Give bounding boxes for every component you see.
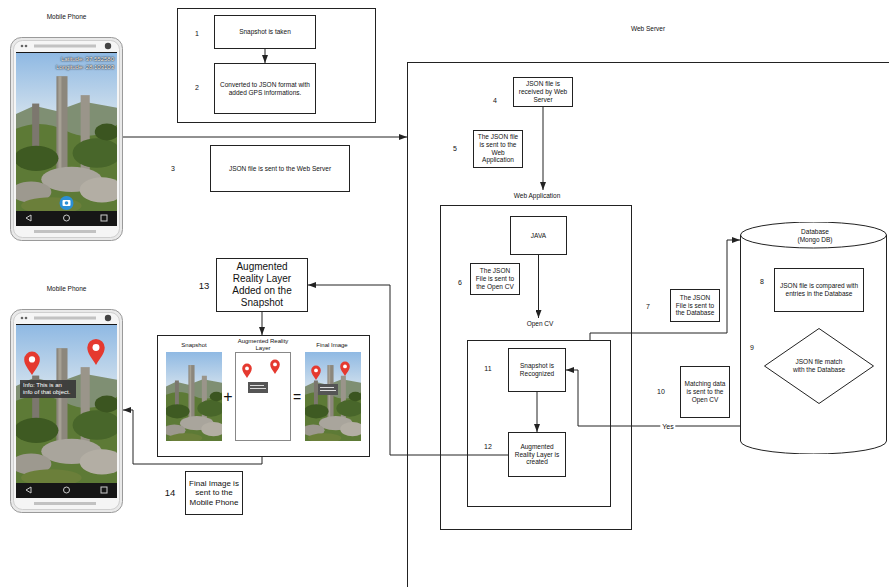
phone-caption: Mobile Phone [10, 13, 123, 21]
box-text: Snapshot is taken [218, 28, 312, 36]
edge-label: Yes [660, 423, 675, 430]
box-text: JSON file is sent to the Web Server [214, 165, 346, 173]
image-caption: Augmented Reality Layer [232, 338, 294, 352]
process-box: Final Image is sent to the Mobile Phone [185, 471, 243, 515]
composite-images [163, 352, 365, 443]
process-box: Converted to JSON format with added GPS … [214, 63, 316, 114]
application-region: Web ApplicationJAVAThe JSON File is sent… [440, 205, 632, 530]
callout-number: 9 [750, 344, 754, 351]
box-text: Converted to JSON format with added GPS … [218, 81, 312, 97]
process-box: JSON file is compared with entries in th… [774, 268, 864, 312]
callout-number: 2 [195, 84, 199, 91]
math-symbol: + [223, 389, 232, 405]
gps-text: Longitude: 28.103103 [44, 64, 114, 71]
process-box: Matching data is sent to the Open CV [680, 366, 730, 418]
connector-arrow [262, 312, 263, 335]
database-heading: Database (Mongo DB) [794, 228, 836, 244]
process-box: The JSON file is sent to the Web Applica… [473, 130, 523, 168]
box-text: The JSON File is sent to the Open CV [474, 267, 516, 290]
gps-text: Latitude: 37.552580 [44, 56, 114, 63]
process-box: JAVA [510, 216, 567, 255]
step-group-frame [178, 9, 376, 123]
process-box: Snapshot is taken [214, 15, 316, 49]
region-heading: Web Application [507, 192, 567, 200]
box-text: Final Image is sent to the Mobile Phone [189, 479, 239, 508]
connector-arrow [538, 255, 539, 318]
box-text: JAVA [514, 232, 563, 240]
region-heading: Open CV [510, 320, 570, 328]
callout-number: 7 [646, 303, 650, 310]
box-text: JSON file match with the Database [790, 358, 848, 374]
callout-number: 6 [458, 279, 462, 286]
info-popup: Info: This is an info of that object. [20, 380, 76, 398]
composite-panel: Snapshot Augmented Reality Layer Final Ima… [157, 335, 370, 457]
phone-illustration [11, 38, 125, 241]
box-text: Augmented Reality Layer is created [512, 443, 562, 466]
process-box: JSON file is sent to the Web Server [210, 145, 350, 192]
callout-number: 5 [453, 145, 457, 152]
database-cylinder: Database (Mongo DB) JSON file is compared… [740, 222, 887, 454]
callout-number: 1 [195, 30, 199, 37]
box-text: Augmented Reality Layer Added on the Sna… [220, 261, 304, 309]
callout-number: 14 [165, 488, 176, 498]
image-caption: Final Image [302, 342, 362, 349]
box-text: Snapshot is Recognized [512, 362, 562, 378]
callout-number: 11 [484, 365, 491, 372]
process-box: Augmented Reality Layer Added on the Sna… [216, 258, 308, 312]
connector-arrow [308, 285, 508, 455]
connector-arrow [123, 410, 262, 464]
phone-illustration [11, 310, 125, 513]
callout-number: 3 [171, 165, 175, 172]
math-symbol: = [293, 390, 301, 404]
connector-arrow [543, 107, 544, 190]
callout-number: 13 [199, 281, 210, 291]
decision-diamond: JSON file match with the Database [764, 328, 874, 404]
process-box: Augmented Reality Layer is created [508, 432, 566, 477]
process-box: The JSON File is sent to the Database [670, 289, 720, 322]
box-text: Matching data is sent to the Open CV [684, 380, 726, 403]
box-text: The JSON file is sent to the Web Applica… [477, 133, 519, 164]
phone-caption: Mobile Phone [10, 285, 123, 293]
process-box: JSON file is received by Web Server [513, 77, 573, 107]
mobile-phone: Mobile PhoneLatitude: 37.552580Longitude… [10, 37, 123, 241]
box-text: JSON file is received by Web Server [517, 80, 569, 103]
image-caption: Snapshot [164, 342, 224, 349]
region-heading: Web Server [608, 25, 688, 33]
callout-number: 4 [493, 97, 497, 104]
connector-arrow [123, 137, 407, 138]
process-box: Snapshot is Recognized [508, 348, 566, 392]
mobile-phone: Mobile PhoneInfo: This is an info of tha… [10, 309, 123, 513]
callout-number: 10 [657, 388, 665, 395]
callout-number: 12 [484, 443, 492, 450]
connector-arrow [590, 240, 740, 340]
callout-number: 8 [760, 278, 764, 285]
connector-arrow [265, 49, 266, 63]
box-text: JSON file is compared with entries in th… [778, 282, 860, 298]
connector-arrow [537, 392, 538, 432]
server-region: Web ServerJSON file is received by Web S… [407, 62, 889, 587]
process-box: The JSON File is sent to the Open CV [470, 263, 520, 295]
box-text: The JSON File is sent to the Database [674, 294, 716, 317]
